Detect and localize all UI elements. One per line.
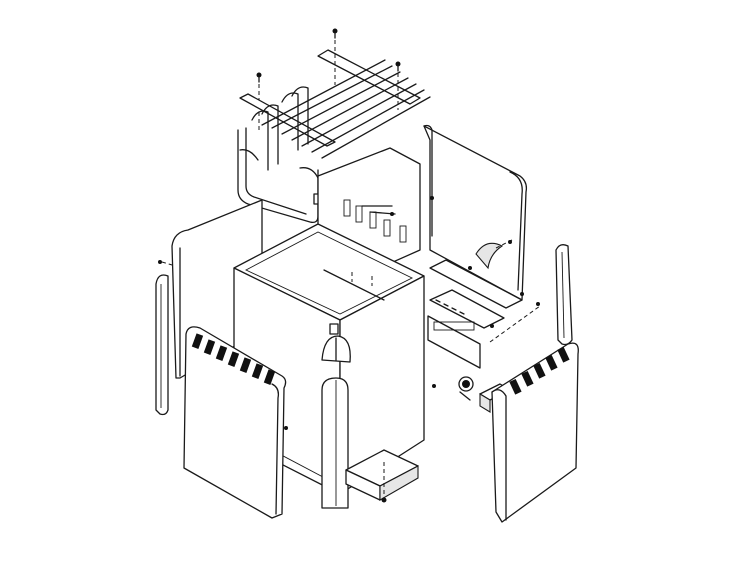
screw-top-1: [332, 28, 338, 85]
stone-grate: [239, 59, 431, 159]
screws-misc: [284, 196, 540, 430]
base-bracket: [345, 449, 419, 503]
side-panel-right: [423, 124, 528, 301]
vent-slots-right: [509, 346, 570, 395]
front-panel-right: [491, 342, 579, 523]
corner-trim-left: [155, 260, 169, 416]
front-panel-left: [183, 326, 287, 519]
front-corner-post: [321, 323, 351, 509]
corner-trim-right: [555, 244, 573, 346]
control-panel: [427, 259, 541, 401]
vent-slots-left: [191, 333, 276, 385]
